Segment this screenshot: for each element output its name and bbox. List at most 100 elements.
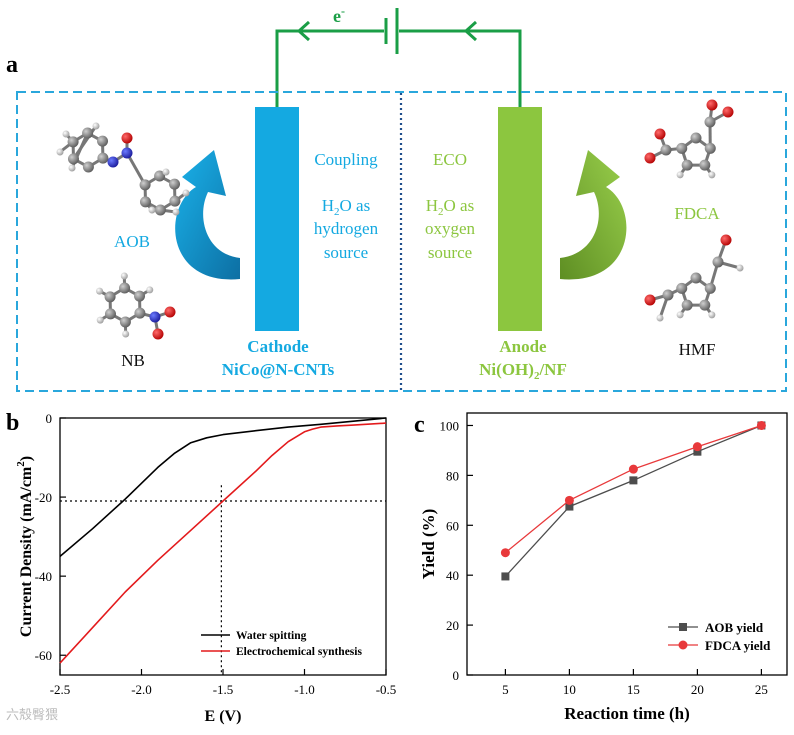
atom-o	[723, 107, 734, 118]
atom-h	[146, 286, 153, 293]
atom-c	[140, 179, 151, 190]
data-point-circle	[693, 442, 702, 451]
y-tick-label: 0	[453, 668, 460, 683]
svg-text:oxygen: oxygen	[425, 219, 476, 238]
atom-h	[122, 330, 129, 337]
atom-h	[737, 265, 744, 272]
series-line	[60, 418, 386, 556]
y-tick-label: -60	[35, 648, 52, 663]
atom-c	[134, 308, 145, 319]
atom-o	[122, 133, 133, 144]
series-line	[60, 423, 386, 663]
data-point-square	[629, 476, 637, 484]
atom-c	[713, 257, 724, 268]
atom-h	[93, 123, 100, 130]
atom-c	[169, 196, 180, 207]
svg-text:H2O as: H2O as	[426, 196, 474, 218]
atom-c	[699, 160, 710, 171]
nb-label: NB	[121, 351, 145, 370]
panel-b: b -2.5-2.0-1.5-1.0-0.50-20-40-60E (V)Cur…	[6, 410, 396, 725]
atom-c	[97, 153, 108, 164]
aob-label: AOB	[114, 232, 150, 251]
y-axis-label: Yield (%)	[419, 509, 438, 580]
atom-o	[645, 295, 656, 306]
atom-c	[155, 204, 166, 215]
y-tick-label: -20	[35, 490, 52, 505]
anode-electrode	[498, 107, 542, 331]
atom-h	[63, 131, 70, 138]
nb-molecule-model	[96, 273, 175, 340]
legend-label: AOB yield	[705, 620, 764, 635]
x-tick-label: 10	[563, 682, 576, 697]
atom-h	[97, 317, 104, 324]
x-tick-label: -1.0	[294, 682, 315, 697]
atom-h	[677, 171, 684, 178]
electron-label: e-	[333, 4, 345, 26]
legend-label: Water spitting	[236, 630, 307, 642]
atom-h	[708, 171, 715, 178]
data-point-circle	[565, 496, 574, 505]
x-axis-label: E (V)	[205, 708, 242, 725]
anode-side-text: ECO H2O as oxygen source	[425, 150, 476, 262]
panel-a: a e- Cathode NiCo@N-CNTs Anode Ni(OH)2/N…	[6, 4, 786, 391]
atom-c	[97, 136, 108, 147]
atom-c	[68, 153, 79, 164]
atom-c	[705, 117, 716, 128]
svg-text:source: source	[428, 243, 472, 262]
svg-text:ECO: ECO	[433, 150, 467, 169]
x-tick-label: -2.0	[131, 682, 152, 697]
aob-molecule-model	[57, 123, 190, 216]
legend-marker	[679, 623, 687, 631]
atom-c	[134, 291, 145, 302]
anode-title: Anode	[499, 337, 547, 356]
x-tick-label: 25	[755, 682, 768, 697]
atom-o	[165, 307, 176, 318]
cathode-side-text: Coupling H2O as hydrogen source	[314, 150, 379, 262]
cathode-title: Cathode	[247, 337, 309, 356]
atom-c	[663, 290, 674, 301]
atom-n	[108, 157, 119, 168]
atom-c	[682, 300, 693, 311]
legend-label: Electrochemical synthesis	[236, 646, 362, 658]
y-tick-label: 20	[446, 618, 459, 633]
x-tick-label: -2.5	[50, 682, 71, 697]
y-axis-label: Current Density (mA/cm2)	[15, 456, 35, 637]
atom-h	[708, 311, 715, 318]
atom-h	[57, 149, 64, 156]
atom-o	[153, 329, 164, 340]
atom-h	[677, 311, 684, 318]
svg-text:source: source	[324, 243, 368, 262]
atom-c	[140, 196, 151, 207]
atom-c	[83, 161, 94, 172]
anode-curved-arrow	[560, 150, 626, 279]
atom-c	[82, 128, 93, 139]
x-tick-label: -0.5	[376, 682, 397, 697]
lsv-chart: -2.5-2.0-1.5-1.0-0.50-20-40-60E (V)Curre…	[15, 411, 396, 725]
hmf-label: HMF	[679, 340, 716, 359]
svg-text:Coupling: Coupling	[314, 150, 378, 169]
x-tick-label: 15	[627, 682, 640, 697]
watermark-text: 六殼臀猥	[6, 704, 58, 723]
atom-h	[121, 273, 128, 280]
atom-c	[705, 143, 716, 154]
panel-a-label: a	[6, 52, 18, 78]
atom-h	[163, 169, 170, 176]
y-tick-label: 100	[440, 418, 460, 433]
atom-c	[120, 316, 131, 327]
y-tick-label: 60	[446, 518, 459, 533]
atom-h	[173, 209, 180, 216]
panel-b-label: b	[6, 410, 19, 436]
panel-c-label: c	[414, 412, 425, 438]
atom-o	[721, 235, 732, 246]
atom-h	[657, 315, 664, 322]
atom-c	[105, 308, 116, 319]
data-point-circle	[757, 421, 766, 430]
atom-c	[699, 300, 710, 311]
fdca-label: FDCA	[674, 204, 720, 223]
cathode-curved-arrow	[175, 150, 240, 279]
atom-o	[645, 153, 656, 164]
atom-c	[105, 291, 116, 302]
